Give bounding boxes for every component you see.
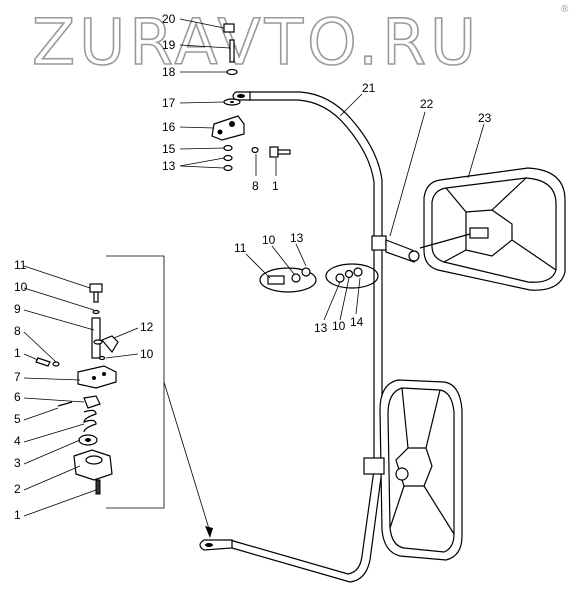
callout-label: 17 (162, 96, 176, 110)
callout-label: 10 (262, 233, 276, 247)
bolt-set-left (259, 267, 317, 293)
group-bracket (106, 255, 213, 538)
callout-label: 11 (234, 241, 247, 255)
callout-label: 14 (350, 315, 364, 329)
callout-label: 4 (14, 434, 21, 448)
arrow-icon (205, 526, 213, 538)
hinge-assembly (35, 283, 119, 495)
callout-label: 10 (14, 280, 28, 294)
callout-labels: 20 19 18 17 16 15 13 8 1 21 22 23 11 10 … (14, 12, 492, 522)
callout-label: 1 (272, 179, 279, 193)
upper-mirror (419, 167, 566, 291)
registered-mark: ® (561, 4, 569, 15)
callout-label: 20 (162, 12, 176, 26)
callout-label: 10 (332, 319, 346, 333)
upper-mirror-clamp (371, 235, 420, 263)
callout-label: 21 (362, 81, 376, 95)
callout-label: 15 (162, 142, 176, 156)
callout-label: 16 (162, 120, 176, 134)
callout-label: 13 (314, 321, 328, 335)
callout-label: 8 (252, 179, 259, 193)
callout-label: 22 (420, 97, 434, 111)
callout-label: 19 (162, 38, 176, 52)
callout-label: 18 (162, 65, 176, 79)
bolt-set-right (325, 263, 379, 289)
callout-label: 13 (290, 231, 304, 245)
callout-label: 1 (14, 508, 21, 522)
callout-label: 5 (14, 412, 21, 426)
callout-label: 6 (14, 390, 21, 404)
callout-label: 2 (14, 482, 21, 496)
callout-label: 8 (14, 324, 21, 338)
lower-mirror (363, 379, 463, 561)
upper-hardware (211, 23, 291, 172)
mirror-bracket-tube (199, 91, 383, 583)
callout-label: 9 (14, 302, 21, 316)
callout-label: 11 (14, 258, 27, 272)
callout-label: 7 (14, 370, 21, 384)
watermark: ZURAVTO.RU ® (31, 4, 569, 80)
callout-label: 13 (162, 159, 176, 173)
callout-label: 1 (14, 346, 21, 360)
callout-label: 12 (140, 320, 154, 334)
callout-label: 23 (478, 111, 492, 125)
callout-label: 3 (14, 456, 21, 470)
watermark-text: ZURAVTO.RU (32, 6, 480, 79)
callout-label: 10 (140, 347, 154, 361)
leader-lines (23, 18, 485, 517)
